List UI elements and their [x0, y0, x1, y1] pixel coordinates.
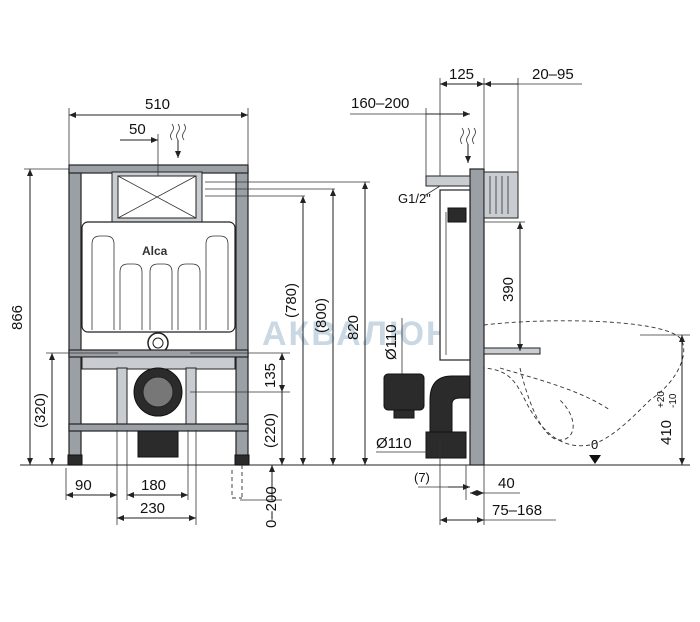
label-pipe-d110-bottom: Ø110 — [376, 435, 412, 452]
drain-bend — [429, 375, 471, 433]
dim-span-230: 230 — [140, 500, 165, 517]
cistern-tank — [81, 221, 236, 333]
front-view: Alca 510 50 — [9, 96, 370, 528]
dim-depth-125: 125 — [449, 66, 474, 83]
dim-tolerance-plus: +20 — [656, 391, 667, 408]
mounting-stud — [483, 347, 541, 355]
flush-plate-side — [483, 171, 519, 219]
dim-height-800: (800) — [313, 298, 330, 333]
dim-adjust-0-200: 0–200 — [263, 486, 280, 528]
dim-height-135: 135 — [262, 363, 279, 388]
frame-lower-rail — [68, 423, 249, 432]
dim-height-320: (320) — [32, 393, 49, 428]
brand-logo: Alca — [142, 244, 168, 258]
dim-offset-50: 50 — [129, 121, 146, 138]
dim-leg-90: 90 — [75, 477, 92, 494]
dim-height-820: 820 — [345, 315, 362, 340]
frame-left-post — [68, 168, 82, 466]
zero-level-marker — [589, 455, 601, 464]
dim-height-780: (780) — [283, 283, 300, 318]
side-view: 125 20–95 160–200 G1/2" 390 Ø110 Ø110 41… — [350, 66, 690, 525]
water-inlet-icon — [460, 127, 476, 163]
dim-gap-40: 40 — [498, 475, 515, 492]
water-inlet-icon — [170, 123, 186, 158]
dim-tolerance-minus: -10 — [668, 393, 679, 408]
dim-gap-7: (7) — [414, 470, 430, 485]
dim-height-410: 410 — [658, 420, 675, 445]
dim-width-510: 510 — [145, 96, 170, 113]
label-inlet-g12: G1/2" — [398, 191, 431, 206]
dim-span-180: 180 — [141, 477, 166, 494]
dim-height-866: 866 — [9, 305, 26, 330]
dim-height-220: (220) — [262, 413, 279, 448]
frame-middle-rail — [68, 349, 249, 358]
frame-right-post — [235, 168, 249, 466]
label-pipe-d110-top: Ø110 — [383, 324, 400, 360]
drain-pipe-110 — [383, 373, 425, 411]
dim-range-75-168: 75–168 — [492, 502, 542, 519]
label-zero-level: 0 — [591, 437, 598, 452]
dim-range-20-95: 20–95 — [532, 66, 574, 83]
dim-height-390: 390 — [500, 277, 517, 302]
toilet-bowl-outline — [483, 320, 685, 447]
side-frame-post — [469, 168, 485, 466]
dim-range-160-200: 160–200 — [351, 95, 409, 112]
